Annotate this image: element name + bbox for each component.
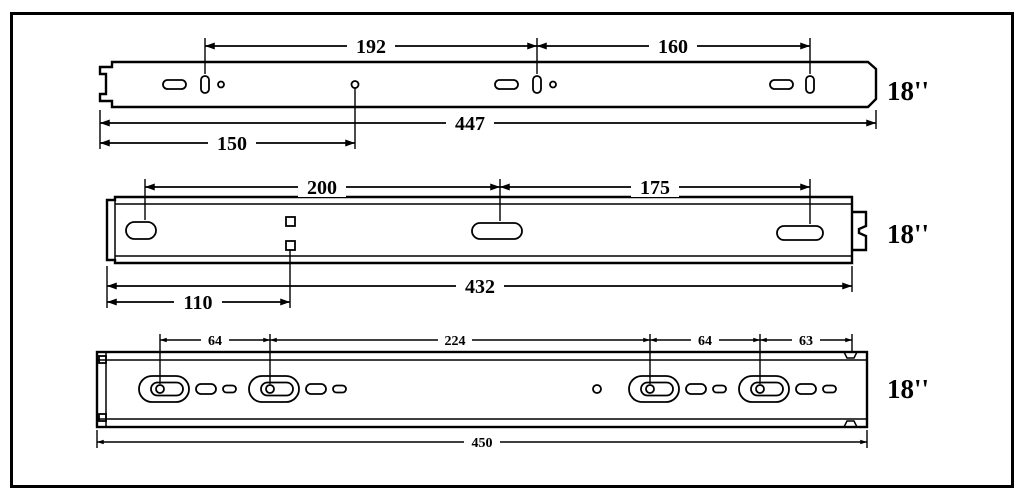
edge-notch bbox=[843, 420, 858, 428]
rail1-outline bbox=[98, 60, 878, 109]
hole-circle bbox=[217, 80, 225, 89]
rail2-dim-200: 200 bbox=[307, 177, 337, 199]
rail3-drawing: 64 224 64 63 450 18'' bbox=[95, 333, 929, 451]
label-bg bbox=[649, 36, 697, 56]
label-bg bbox=[298, 177, 346, 197]
rail3-dim-64b: 64 bbox=[698, 334, 712, 349]
rail1-dim-150: 150 bbox=[217, 133, 247, 155]
label-bg bbox=[464, 435, 500, 449]
hole-oval-small bbox=[332, 384, 347, 394]
keyhole-outer bbox=[738, 375, 790, 403]
rivet-square bbox=[98, 355, 107, 364]
hole-pill bbox=[125, 221, 157, 240]
rail2-dim-175: 175 bbox=[640, 177, 670, 199]
keyhole-inner bbox=[640, 381, 674, 397]
hole-vslot bbox=[805, 75, 815, 94]
keyhole-outer bbox=[138, 375, 190, 403]
label-bg bbox=[446, 113, 494, 133]
label-bg bbox=[691, 333, 719, 347]
rail3-holes bbox=[138, 375, 837, 403]
rail3-dimensions: 64 224 64 63 450 bbox=[96, 333, 868, 451]
hole-circle bbox=[592, 384, 602, 394]
hole-circle bbox=[645, 384, 655, 394]
rail2-dimensions: 200 175 432 110 bbox=[106, 177, 853, 314]
hole-oval bbox=[685, 383, 707, 395]
drawing-border bbox=[10, 12, 1014, 488]
hole-circle bbox=[265, 384, 275, 394]
rail2-holes bbox=[125, 216, 824, 251]
rail3-dim-64a: 64 bbox=[208, 334, 222, 349]
rail2-dim-110: 110 bbox=[184, 292, 213, 314]
keyhole-inner bbox=[150, 381, 184, 397]
hole-slot bbox=[769, 79, 794, 90]
hole-oval-small bbox=[712, 384, 727, 394]
hole-vslot bbox=[532, 75, 542, 94]
hole-pill bbox=[776, 225, 824, 241]
keyhole-outer bbox=[248, 375, 300, 403]
edge-notch bbox=[843, 351, 858, 359]
keyhole-inner bbox=[260, 381, 294, 397]
keyhole-inner bbox=[750, 381, 784, 397]
rail3-dim-450: 450 bbox=[472, 436, 493, 451]
hole-slot bbox=[494, 79, 519, 90]
hole-oval bbox=[795, 383, 817, 395]
hole-oval-small bbox=[222, 384, 237, 394]
rail2-dim-432: 432 bbox=[465, 276, 495, 298]
rivet-square bbox=[98, 413, 107, 422]
rail2-right-tab bbox=[852, 210, 868, 252]
label-bg bbox=[438, 333, 472, 347]
hole-circle bbox=[755, 384, 765, 394]
rail3-size-label: 18'' bbox=[887, 374, 929, 404]
hole-pill bbox=[471, 222, 523, 240]
rail3-outline bbox=[95, 350, 869, 429]
rail1-size-label: 18'' bbox=[887, 76, 929, 106]
label-bg bbox=[208, 133, 256, 153]
label-bg bbox=[456, 276, 504, 296]
hole-circle bbox=[155, 384, 165, 394]
rail1-dim-447: 447 bbox=[455, 113, 485, 135]
hole-vslot bbox=[200, 75, 210, 94]
rail1-drawing: 192 160 447 150 18'' bbox=[98, 36, 929, 155]
hole-oval bbox=[305, 383, 327, 395]
hole-oval bbox=[195, 383, 217, 395]
rail3-dim-224: 224 bbox=[445, 334, 466, 349]
rail2-drawing: 200 175 432 110 18'' bbox=[105, 177, 929, 314]
hole-slot bbox=[162, 79, 187, 90]
rail3-dim-63: 63 bbox=[799, 334, 813, 349]
rail1-dimensions: 192 160 447 150 bbox=[99, 36, 877, 155]
hole-oval-small bbox=[822, 384, 837, 394]
hole-square bbox=[285, 216, 296, 227]
rail1-dim-160: 160 bbox=[658, 36, 688, 58]
label-bg bbox=[174, 292, 222, 312]
keyhole-outer bbox=[628, 375, 680, 403]
label-bg bbox=[631, 177, 679, 197]
hole-circle bbox=[549, 80, 557, 89]
rail1-holes bbox=[162, 75, 815, 94]
rail2-size-label: 18'' bbox=[887, 219, 929, 249]
label-bg bbox=[347, 36, 395, 56]
rail1-dim-192: 192 bbox=[356, 36, 386, 58]
label-bg bbox=[792, 333, 820, 347]
label-bg bbox=[201, 333, 229, 347]
